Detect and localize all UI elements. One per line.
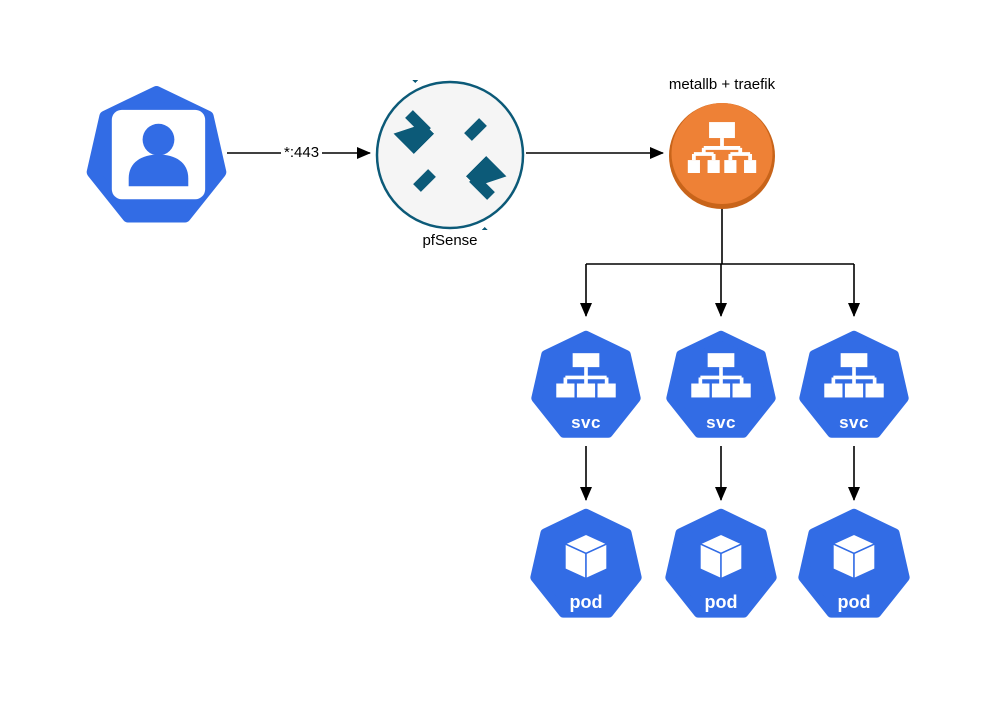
pod-cube-icon <box>564 533 608 580</box>
svc-label: svc <box>839 413 869 432</box>
pfsense-label: pfSense <box>422 232 478 249</box>
pod-heptagon-1 <box>530 508 642 618</box>
pod-heptagon-2 <box>665 508 777 618</box>
pod-node-2: pod <box>663 508 779 622</box>
svc-heptagon-2 <box>666 330 776 438</box>
loadbalancer-icon <box>669 103 775 209</box>
pod-cube-icon <box>832 533 876 580</box>
tree-icon <box>687 122 757 173</box>
service-tree-icon <box>556 353 616 398</box>
pfsense-node <box>375 80 525 230</box>
pod-heptagon-3 <box>798 508 910 618</box>
service-tree-icon <box>691 353 751 398</box>
user-node <box>85 85 228 231</box>
edge-label-port: *:443 <box>281 144 323 162</box>
pod-node-3: pod <box>796 508 912 622</box>
svc-node-2: svc <box>663 330 779 442</box>
pod-label: pod <box>837 592 871 612</box>
router-arrows <box>409 114 491 196</box>
svc-node-3: svc <box>796 330 912 442</box>
router-icon <box>375 80 525 230</box>
lb-circle <box>671 103 773 204</box>
pod-node-1: pod <box>528 508 644 622</box>
loadbalancer-node <box>669 103 775 209</box>
svc-label: svc <box>706 413 736 432</box>
svc-heptagon-3 <box>799 330 909 438</box>
svc-node-1: svc <box>528 330 644 442</box>
loadbalancer-label: metallb + traefik <box>668 76 776 93</box>
user-icon <box>86 86 227 223</box>
pod-label: pod <box>704 592 738 612</box>
service-tree-icon <box>824 353 884 398</box>
svc-heptagon-1 <box>531 330 641 438</box>
pod-cube-icon <box>699 533 743 580</box>
svc-label: svc <box>571 413 601 432</box>
router-circle <box>375 80 525 230</box>
person-icon <box>128 123 189 187</box>
pod-label: pod <box>569 592 603 612</box>
